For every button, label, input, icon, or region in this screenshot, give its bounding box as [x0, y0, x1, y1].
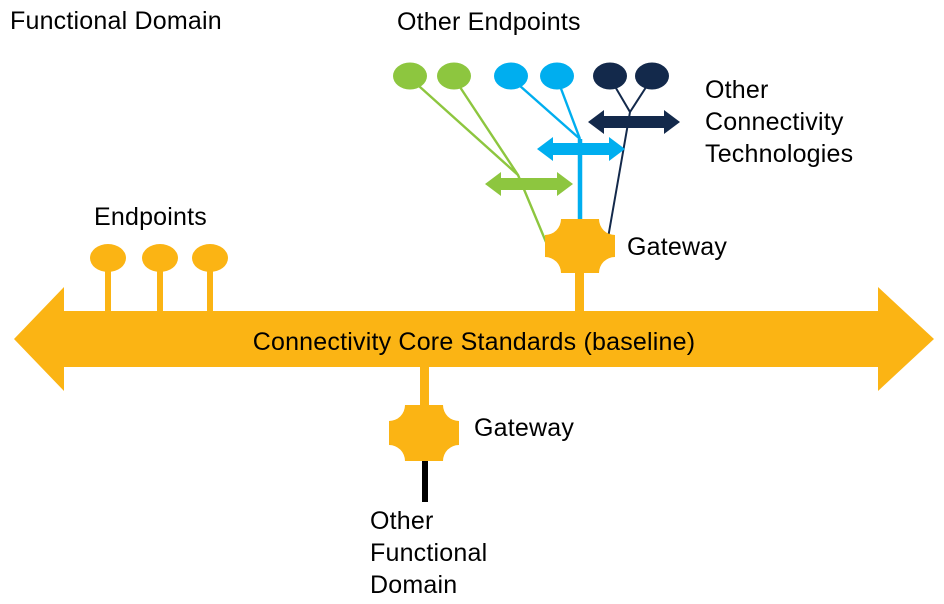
- core-standards-arrow: [14, 287, 934, 391]
- endpoint-circle-blue: [540, 62, 574, 90]
- functional-domain-label: Functional Domain: [10, 7, 222, 35]
- blue-technology-arrow: [537, 137, 625, 161]
- other-domain-stem: [422, 459, 428, 502]
- endpoint-circle-amber: [142, 244, 178, 272]
- endpoint-stem: [105, 258, 111, 313]
- green-technology-arrow: [485, 172, 573, 196]
- endpoint-circle-blue: [494, 62, 528, 90]
- gateway-top-shape: [545, 219, 615, 273]
- core-standards-label: Connectivity Core Standards (baseline): [252, 328, 696, 356]
- endpoint-circle-green: [393, 62, 427, 90]
- other-endpoints-label: Other Endpoints: [397, 8, 581, 36]
- other-connectivity-technologies-label: Other Connectivity Technologies: [705, 76, 854, 168]
- gateway-bottom-label: Gateway: [474, 414, 575, 442]
- navy-endpoint-links: [607, 77, 653, 239]
- other-functional-domain-label: Other Functional Domain: [370, 507, 488, 599]
- endpoint-circle-navy: [635, 62, 669, 90]
- gateway-top-stem: [575, 270, 584, 313]
- green-endpoint-links: [409, 77, 548, 243]
- gateway-top-label: Gateway: [627, 233, 728, 261]
- endpoint-circle-green: [437, 62, 471, 90]
- endpoint-stem: [157, 258, 163, 313]
- gateway-bottom-stem: [420, 365, 429, 407]
- endpoint-circle-amber: [192, 244, 228, 272]
- endpoint-circle-amber: [90, 244, 126, 272]
- gateway-bottom-shape: [389, 405, 459, 461]
- blue-endpoint-links: [510, 77, 582, 140]
- navy-technology-arrow: [588, 110, 680, 134]
- endpoint-circle-navy: [593, 62, 627, 90]
- endpoints-label: Endpoints: [94, 203, 207, 231]
- endpoint-stem: [207, 258, 213, 313]
